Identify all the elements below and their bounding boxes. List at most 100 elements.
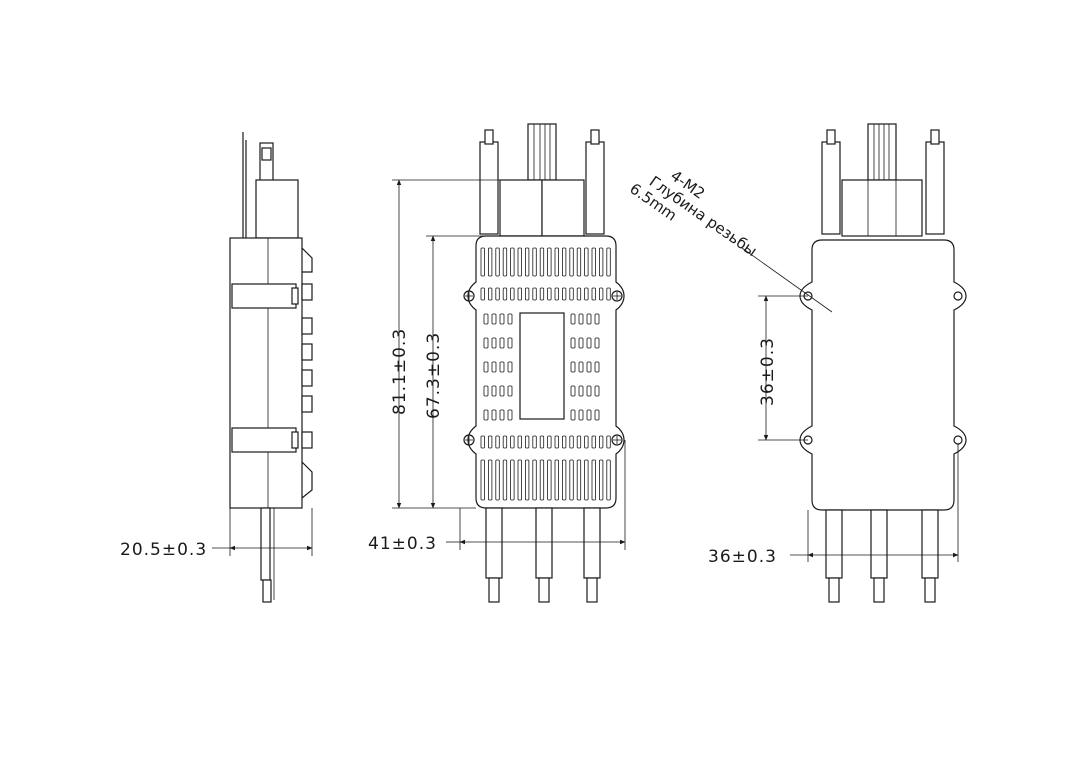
vent-slot [562,459,567,501]
vent-slot [576,435,582,449]
vent-slot [532,287,537,301]
vent-slot [586,361,592,373]
vent-slot [507,361,513,373]
vent-slot [495,459,500,501]
vent-slot [570,409,576,421]
vent-slot [517,435,522,449]
vent-slot [562,287,567,301]
vent-slot [578,361,584,373]
vent-slot [554,287,559,301]
vent-slot [502,247,508,277]
vent-slot [499,385,505,397]
vent-slot [606,287,611,301]
front-total-height-dimension: 81.1±0.3 [390,328,410,415]
vent-slot [507,337,513,349]
front-body-height-dimension: 67.3±0.3 [424,332,444,419]
vent-slot [578,385,584,397]
back-hole-vertical-dimension: 36±0.3 [758,337,778,406]
vent-slot [576,287,582,301]
vent-slot [570,385,576,397]
vent-slot [606,435,611,449]
vent-slot [599,287,604,301]
vent-slot [487,459,493,501]
front-width-dimension: 41±0.3 [368,534,437,554]
vent-slot [591,435,596,449]
vent-slot [578,313,584,325]
vent-slot [591,247,596,277]
vent-slot [554,247,559,277]
vent-slot [502,287,508,301]
vent-slot [532,435,537,449]
vent-slot [539,287,545,301]
vent-slot [570,313,576,325]
vent-slot [539,247,545,277]
vent-slot [507,409,513,421]
vent-slot [591,459,596,501]
vent-slot [594,409,600,421]
vent-slot [491,361,497,373]
vent-slot [480,459,485,501]
vent-slot [495,287,500,301]
vent-slot [510,287,515,301]
vent-slot [495,435,500,449]
vent-slot [594,313,600,325]
vent-slot [547,287,552,301]
vent-slot [487,287,493,301]
vent-slot [483,361,489,373]
vent-slot [510,459,515,501]
vent-slot [507,313,513,325]
vent-slot [480,435,485,449]
vent-slot [480,247,485,277]
vent-slot [594,385,600,397]
vent-slot [502,459,508,501]
vent-slot [507,385,513,397]
back-view: 36±0.3 36±0.3 4-M2 Глубина резьбы 6.5mm [626,123,967,603]
vent-slot [491,313,497,325]
vent-slot [510,247,515,277]
side-width-dimension: 20.5±0.3 [120,540,207,560]
vent-slot [562,435,567,449]
vent-slot [569,247,574,277]
vent-slot [495,247,500,277]
vent-slot [586,409,592,421]
vent-slot [517,459,522,501]
vent-slot [525,435,530,449]
vent-slot [510,435,515,449]
vent-slot [483,313,489,325]
vent-slot [517,287,522,301]
vent-slot [483,337,489,349]
vent-slot [584,247,589,277]
vent-slot [554,459,559,501]
vent-slot [586,313,592,325]
back-hole-horizontal-dimension: 36±0.3 [708,547,777,567]
vent-slots [480,247,611,501]
vent-slot [547,459,552,501]
vent-slot [594,361,600,373]
vent-slot [578,409,584,421]
vent-slot [576,247,582,277]
vent-slot [599,247,604,277]
vent-slot [584,287,589,301]
vent-slot [591,287,596,301]
vent-slot [570,337,576,349]
vent-slot [547,435,552,449]
vent-slot [569,435,574,449]
vent-slot [539,459,545,501]
vent-slot [480,287,485,301]
vent-slot [487,435,493,449]
vent-slot [539,435,545,449]
vent-slot [499,313,505,325]
vent-slot [499,337,505,349]
vent-slot [525,247,530,277]
vent-slot [525,287,530,301]
side-view: 20.5±0.3 [120,132,313,603]
vent-slot [554,435,559,449]
vent-slot [491,385,497,397]
vent-slot [499,409,505,421]
vent-slot [569,287,574,301]
vent-slot [499,361,505,373]
vent-slot [483,385,489,397]
vent-slot [606,247,611,277]
vent-slot [547,247,552,277]
